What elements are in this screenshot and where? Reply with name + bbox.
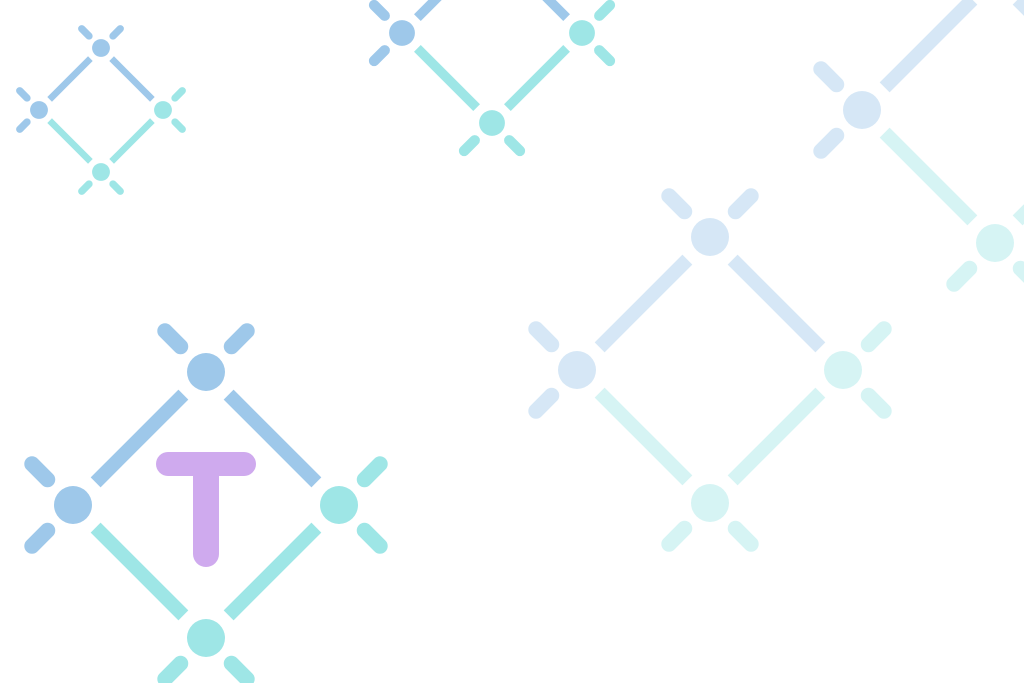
node-stub [223,655,255,683]
node-stub [157,323,189,355]
diamond-edge [727,387,826,486]
diamond-edge [727,254,826,353]
diamond-edge [542,0,570,21]
node-stub [594,45,616,67]
node-stub [661,188,693,220]
node-left [558,351,596,389]
diamond-edge [47,56,93,102]
node-stub [860,387,892,419]
node-stub [368,0,390,21]
diamond-motif-top-center [368,0,616,157]
node-stub [368,45,390,67]
diamond-edge [594,254,693,353]
node-stub [1012,260,1024,283]
node-bottom [479,110,505,136]
diamond-edge [594,387,693,486]
diamond-edge [109,56,155,102]
diamond-edge [90,389,189,488]
node-stub [78,180,93,195]
node-top [187,353,225,391]
node-stub [16,118,31,133]
node-stub [109,180,124,195]
node-stub [16,87,31,102]
diamond-edge [109,118,155,164]
node-stub [171,87,186,102]
node-stub [661,520,693,552]
node-top [92,39,110,57]
node-stub [78,25,93,40]
node-right [569,20,595,46]
node-stub [24,456,56,488]
diamond-edge [1012,0,1024,16]
node-stub [24,522,56,554]
node-right [824,351,862,389]
diamond-edge [414,0,442,21]
diamond-edge [47,118,93,164]
node-bottom [187,619,225,657]
node-bottom [92,163,110,181]
diamond-edge [223,389,322,488]
node-stub [528,321,560,353]
node-top [691,218,729,256]
node-left [843,91,881,129]
node-stub [860,321,892,353]
diamond-motif-faded-top-right [813,0,1024,292]
node-bottom [691,484,729,522]
node-stub [813,61,845,93]
node-left [389,20,415,46]
diamond-motifs-layer [16,0,1024,683]
logo-t-glyph [156,452,256,567]
node-stub [171,118,186,133]
node-left [30,101,48,119]
diamond-motif-small-top-left [16,25,186,195]
diamond-motif-faded-center [528,188,892,552]
node-stub [157,655,189,683]
diamond-edge [1012,204,1024,226]
node-left [54,486,92,524]
diamond-edge [90,522,189,621]
diamond-edge [879,127,978,226]
node-right [154,101,172,119]
node-stub [223,323,255,355]
node-stub [813,127,845,159]
node-stub [504,135,526,157]
node-stub [458,135,480,157]
diamond-motif-logo [24,323,388,683]
node-stub [946,260,978,292]
logo-letter-layer: T [156,452,256,567]
diamond-edge [414,45,480,111]
node-stub [356,456,388,488]
diamond-edge [879,0,978,93]
node-stub [727,520,759,552]
node-stub [109,25,124,40]
node-stub [594,0,616,21]
node-stub [356,522,388,554]
node-stub [528,387,560,419]
node-stub [727,188,759,220]
node-bottom [976,224,1014,262]
diamond-edge [223,522,322,621]
diamond-edge [504,45,570,111]
node-right [320,486,358,524]
